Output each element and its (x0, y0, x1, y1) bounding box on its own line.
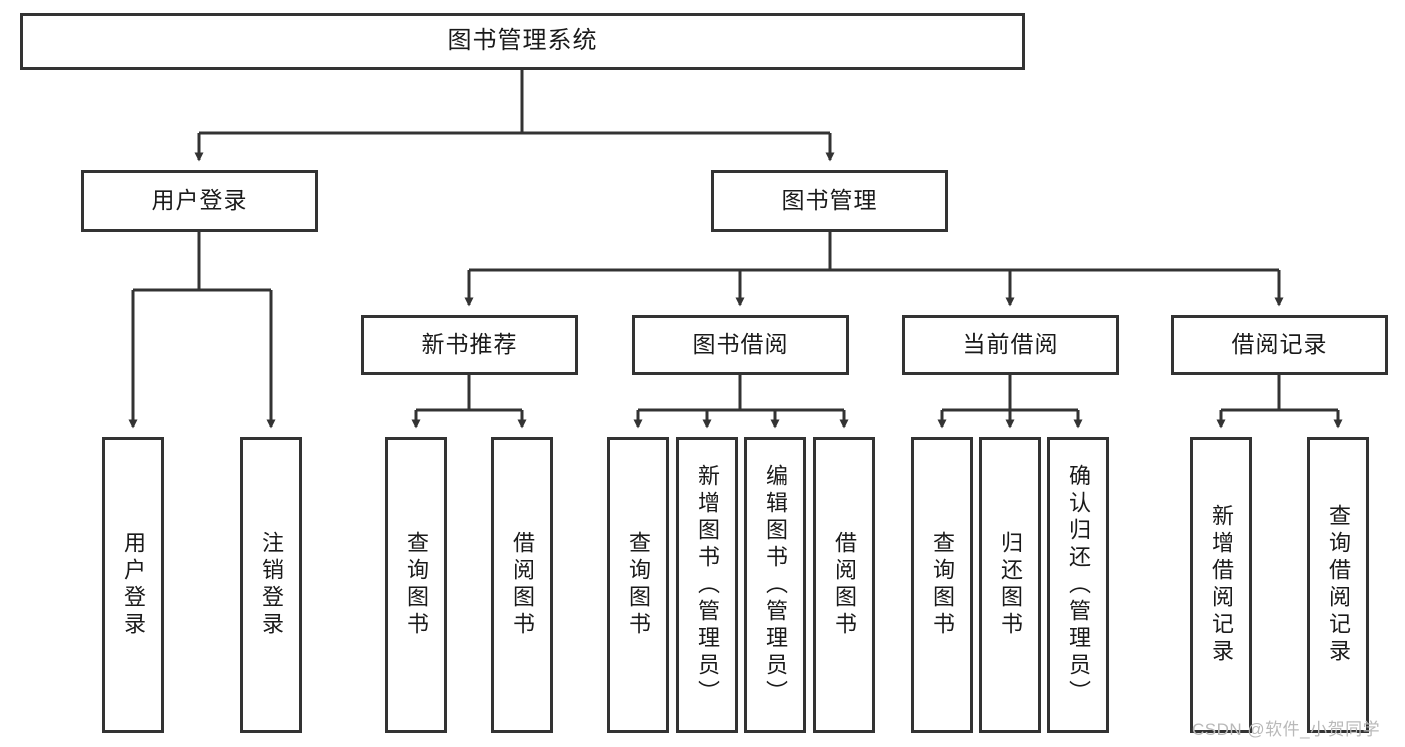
node-label: 归还图书 (998, 531, 1023, 639)
node-label: 注销登录 (259, 531, 284, 639)
node-borrow-records[interactable]: 借阅记录 (1171, 315, 1388, 375)
node-root-book-management-system[interactable]: 图书管理系统 (20, 13, 1025, 70)
node-new-book-recommend[interactable]: 新书推荐 (361, 315, 578, 375)
node-book-borrow[interactable]: 图书借阅 (632, 315, 849, 375)
node-label: 图书管理系统 (447, 27, 598, 55)
node-label: 当前借阅 (962, 331, 1059, 358)
node-label: 用户登录 (121, 531, 146, 639)
node-leaf-add-borrow-record[interactable]: 新增借阅记录 (1190, 437, 1252, 733)
node-label: 借阅图书 (832, 531, 857, 639)
node-leaf-borrow-query-book[interactable]: 查询图书 (607, 437, 669, 733)
node-label: 用户登录 (151, 187, 248, 214)
node-label: 新增图书（管理员） (695, 463, 720, 707)
node-leaf-borrow-book[interactable]: 借阅图书 (813, 437, 875, 733)
node-leaf-query-borrow-record[interactable]: 查询借阅记录 (1307, 437, 1369, 733)
node-label: 新增借阅记录 (1209, 504, 1234, 666)
node-label: 图书管理 (781, 187, 878, 214)
node-label: 查询图书 (930, 531, 955, 639)
node-label: 查询借阅记录 (1326, 504, 1351, 666)
node-leaf-add-book-admin[interactable]: 新增图书（管理员） (676, 437, 738, 733)
node-label: 新书推荐 (421, 331, 518, 358)
node-label: 查询图书 (626, 531, 651, 639)
node-label: 确认归还（管理员） (1066, 463, 1091, 707)
node-leaf-logout[interactable]: 注销登录 (240, 437, 302, 733)
node-label: 图书借阅 (692, 331, 789, 358)
node-leaf-return-book[interactable]: 归还图书 (979, 437, 1041, 733)
node-leaf-user-login[interactable]: 用户登录 (102, 437, 164, 733)
node-label: 借阅图书 (510, 531, 535, 639)
node-book-management[interactable]: 图书管理 (711, 170, 948, 232)
node-leaf-confirm-return-admin[interactable]: 确认归还（管理员） (1047, 437, 1109, 733)
node-current-borrow[interactable]: 当前借阅 (902, 315, 1119, 375)
node-user-login[interactable]: 用户登录 (81, 170, 318, 232)
node-label: 编辑图书（管理员） (763, 463, 788, 707)
node-label: 查询图书 (404, 531, 429, 639)
node-leaf-current-query-book[interactable]: 查询图书 (911, 437, 973, 733)
node-leaf-recommend-query-book[interactable]: 查询图书 (385, 437, 447, 733)
node-label: 借阅记录 (1231, 331, 1328, 358)
node-leaf-edit-book-admin[interactable]: 编辑图书（管理员） (744, 437, 806, 733)
node-leaf-recommend-borrow-book[interactable]: 借阅图书 (491, 437, 553, 733)
csdn-watermark: CSDN @软件_小贺同学 (1192, 720, 1381, 739)
